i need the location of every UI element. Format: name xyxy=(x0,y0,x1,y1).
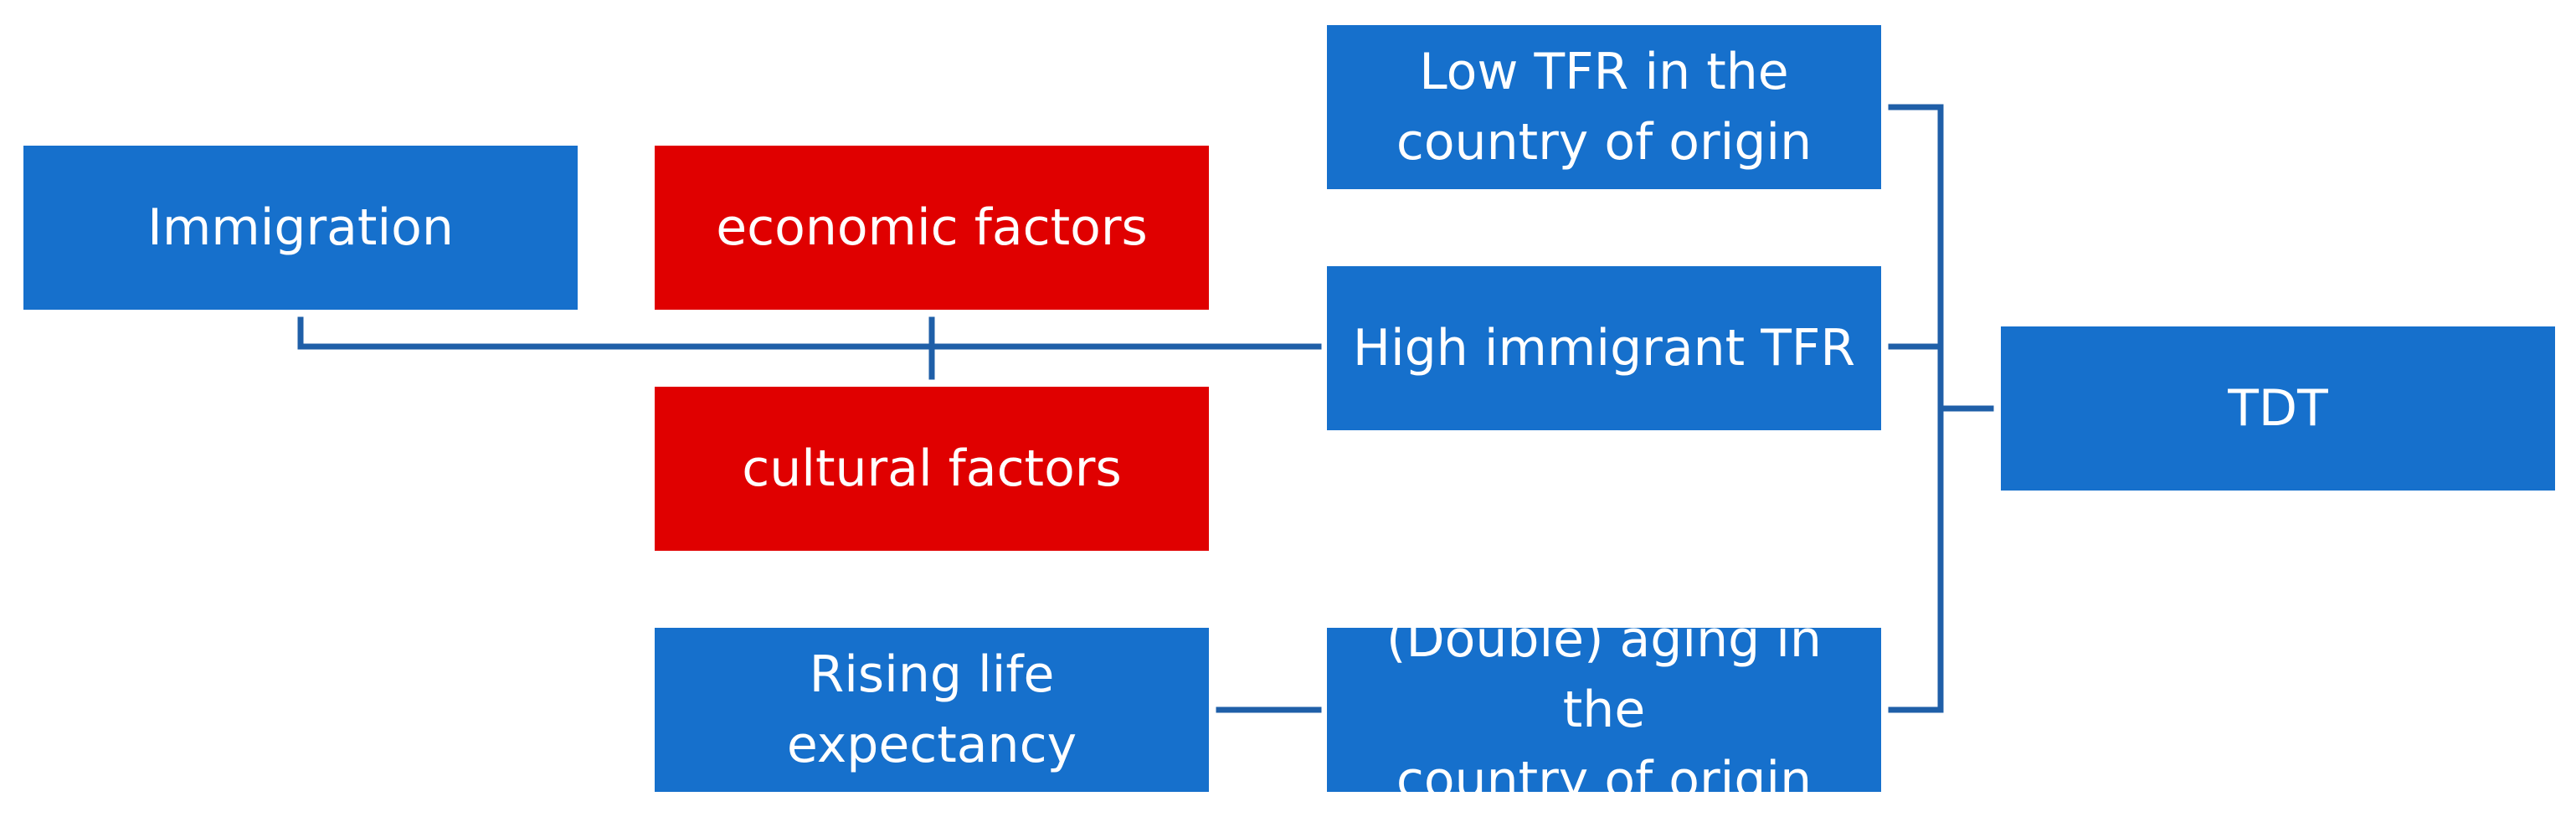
node-double-aging-origin: (Double) aging in the country of origin xyxy=(1327,610,1881,809)
node-immigration-label: Immigration xyxy=(147,198,454,257)
node-low-tfr-origin-line-1: Low TFR in the xyxy=(1419,43,1789,101)
node-high-immigrant-tfr: High immigrant TFR xyxy=(1327,266,1881,430)
node-economic-factors-label: economic factors xyxy=(716,198,1148,257)
node-rising-life-expectancy-line-2: expectancy xyxy=(786,716,1077,774)
connector-immigration-to-high-tfr xyxy=(297,316,1322,350)
node-low-tfr-origin: Low TFR in the country of origin xyxy=(1327,25,1881,189)
node-tdt-label: TDT xyxy=(2228,379,2328,438)
node-double-aging-origin-line-1: (Double) aging in the xyxy=(1386,610,1822,739)
node-high-immigrant-tfr-label: High immigrant TFR xyxy=(1352,319,1856,378)
node-low-tfr-origin-line-2: country of origin xyxy=(1396,113,1812,172)
node-tdt: TDT xyxy=(2001,326,2555,491)
connector-bracket-inputs xyxy=(1888,104,1944,713)
node-immigration: Immigration xyxy=(23,146,578,310)
node-cultural-factors: cultural factors xyxy=(655,387,1209,551)
node-cultural-factors-label: cultural factors xyxy=(742,439,1122,498)
node-economic-factors: economic factors xyxy=(655,146,1209,310)
node-rising-life-expectancy: Rising life expectancy xyxy=(655,628,1209,792)
node-rising-life-expectancy-line-1: Rising life xyxy=(809,645,1055,704)
node-double-aging-origin-line-2: country of origin xyxy=(1396,751,1812,809)
